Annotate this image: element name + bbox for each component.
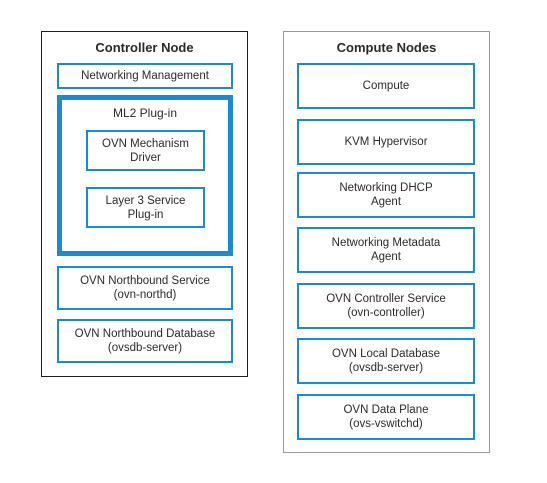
networking-metadata-agent-box: Networking Metadata Agent xyxy=(297,227,475,273)
kvm-hypervisor-box: KVM Hypervisor xyxy=(297,119,475,165)
compute-nodes-panel: Compute Nodes Compute KVM Hypervisor Net… xyxy=(283,31,490,453)
ovn-northbound-service-box: OVN Northbound Service (ovn-northd) xyxy=(57,266,233,310)
ovn-northbound-database-box: OVN Northbound Database (ovsdb-server) xyxy=(57,319,233,363)
networking-management-box: Networking Management xyxy=(57,63,233,89)
layer3-service-plugin-box: Layer 3 Service Plug-in xyxy=(86,187,205,228)
ml2-plugin-box: ML2 Plug-in OVN Mechanism Driver Layer 3… xyxy=(57,95,233,256)
controller-node-panel: Controller Node Networking Management ML… xyxy=(41,31,248,377)
compute-box: Compute xyxy=(297,63,475,109)
ml2-plugin-title: ML2 Plug-in xyxy=(112,106,178,120)
ovn-data-plane-box: OVN Data Plane (ovs-vswitchd) xyxy=(297,394,475,440)
compute-nodes-title: Compute Nodes xyxy=(336,40,437,55)
ovn-controller-service-box: OVN Controller Service (ovn-controller) xyxy=(297,283,475,329)
ovn-mechanism-driver-box: OVN Mechanism Driver xyxy=(86,130,205,171)
networking-dhcp-agent-box: Networking DHCP Agent xyxy=(297,172,475,218)
ovn-local-database-box: OVN Local Database (ovsdb-server) xyxy=(297,338,475,384)
controller-node-title: Controller Node xyxy=(95,40,194,55)
